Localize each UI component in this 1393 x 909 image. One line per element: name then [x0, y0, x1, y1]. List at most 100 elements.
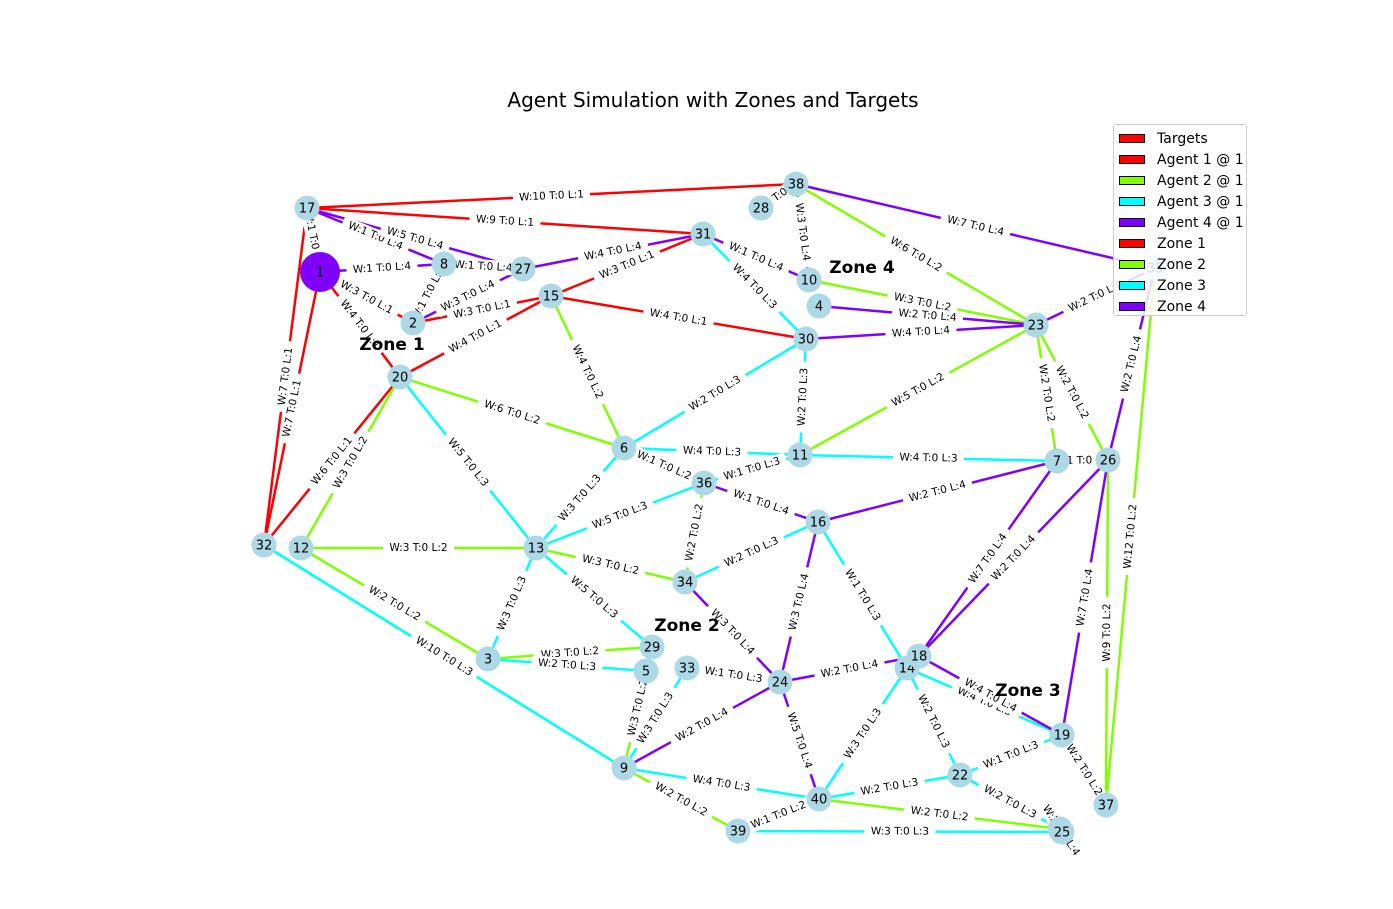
node-label: 3	[484, 653, 492, 668]
node-circle	[611, 435, 637, 461]
node-10[interactable]: 10	[796, 267, 822, 293]
node-22[interactable]: 22	[947, 762, 973, 788]
node-27[interactable]: 27	[510, 256, 536, 282]
edge-label-16-14: W:1 T:0 L:3	[839, 562, 886, 628]
legend-swatch	[1119, 260, 1145, 269]
node-label: 9	[620, 762, 628, 777]
edge-label-bg	[892, 450, 965, 466]
node-24[interactable]: 24	[767, 669, 793, 695]
edge-label-bg	[668, 702, 736, 748]
node-36[interactable]: 36	[691, 470, 717, 496]
node-circle	[639, 634, 665, 660]
node-26[interactable]: 26	[1095, 447, 1121, 473]
node-circle	[294, 195, 320, 221]
legend-item: Agent 4 @ 1	[1119, 212, 1246, 233]
node-4[interactable]: 4	[806, 293, 832, 319]
edge-label-13-34: W:3 T:0 L:2	[574, 550, 647, 580]
node-38[interactable]: 38	[783, 171, 809, 197]
node-circle	[690, 221, 716, 247]
svg-text:W:1 T:0 L:3: W:1 T:0 L:3	[982, 739, 1041, 771]
node-20[interactable]: 20	[387, 364, 413, 390]
edge-label-bg	[721, 237, 791, 277]
edge-label-bg	[476, 395, 548, 430]
svg-text:W:2 T:0 L:2: W:2 T:0 L:2	[683, 503, 706, 562]
legend-swatch	[1119, 197, 1145, 206]
edge-label-9-40: W:4 T:0 L:3	[685, 771, 758, 796]
node-label: 29	[644, 641, 661, 656]
node-label: 18	[911, 650, 928, 665]
node-2[interactable]: 2	[400, 310, 426, 336]
node-label: 17	[299, 202, 316, 217]
legend-item: Zone 1	[1119, 233, 1246, 254]
node-29[interactable]: 29	[639, 634, 665, 660]
edge-label-bg	[577, 238, 649, 265]
edge-label-3-5: W:2 T:0 L:3	[531, 655, 603, 675]
edge-label-bg	[891, 305, 964, 326]
node-label: 20	[392, 371, 409, 386]
edge-label-bg	[681, 496, 708, 569]
node-7[interactable]: 7	[1044, 448, 1070, 474]
svg-text:W:3 T:0 L:2: W:3 T:0 L:2	[389, 542, 447, 554]
node-40[interactable]: 40	[806, 786, 832, 812]
edge-label-bg	[631, 685, 680, 751]
svg-text:W:2 T:0 L:2: W:2 T:0 L:2	[1063, 742, 1104, 798]
node-17[interactable]: 17	[294, 195, 320, 221]
edge-label-bg	[434, 275, 502, 317]
edge-label-bg	[794, 361, 812, 433]
legend-item: Zone 3	[1119, 275, 1246, 296]
edge-label-bg	[629, 445, 699, 486]
node-15[interactable]: 15	[538, 283, 564, 309]
legend-swatch	[1119, 239, 1145, 248]
node-18[interactable]: 18	[906, 643, 932, 669]
edge-label-bg	[492, 569, 532, 638]
edge-label-4-23: W:2 T:0 L:4	[891, 305, 964, 326]
edge-label-bg	[1060, 737, 1108, 803]
edge-label-bg	[1120, 497, 1141, 576]
node-circle	[906, 643, 932, 669]
svg-text:W:5 T:0 L:3: W:5 T:0 L:3	[591, 499, 650, 531]
node-23[interactable]: 23	[1023, 312, 1049, 338]
node-31[interactable]: 31	[690, 221, 716, 247]
edge-label-22-21: W:2 T:0 L:3	[976, 780, 1044, 824]
node-5[interactable]: 5	[633, 658, 659, 684]
legend-item: Zone 2	[1119, 254, 1246, 275]
edge-label-bg	[446, 296, 518, 323]
legend-label: Zone 2	[1157, 256, 1206, 273]
svg-text:W:2 T:0 L:2: W:2 T:0 L:2	[366, 583, 422, 623]
node-32[interactable]: 32	[251, 532, 277, 558]
edge-label-bg	[563, 570, 625, 625]
legend-label: Agent 1 @ 1	[1157, 151, 1244, 168]
node-11[interactable]: 11	[787, 442, 813, 468]
node-19[interactable]: 19	[1049, 722, 1075, 748]
svg-text:W:7 T:0 L:4: W:7 T:0 L:4	[1074, 567, 1095, 627]
node-circle	[400, 310, 426, 336]
legend-swatch	[1119, 218, 1145, 227]
edge-label-38-10: W:3 T:0 L:4	[791, 196, 814, 268]
node-33[interactable]: 33	[674, 655, 700, 681]
node-39[interactable]: 39	[725, 818, 751, 844]
node-30[interactable]: 30	[793, 326, 819, 352]
node-3[interactable]: 3	[475, 646, 501, 672]
edge-label-bg	[1072, 561, 1098, 634]
node-16[interactable]: 16	[805, 509, 831, 535]
edge-label-32-9: W:10 T:0 L:3	[408, 631, 480, 682]
node-25[interactable]: 25	[1049, 819, 1075, 845]
edge-label-bg	[379, 222, 451, 255]
node-1[interactable]: 1	[300, 252, 340, 292]
node-6[interactable]: 6	[611, 435, 637, 461]
node-9[interactable]: 9	[611, 755, 637, 781]
node-37[interactable]: 37	[1093, 792, 1119, 818]
svg-text:W:2 T:0 L:2: W:2 T:0 L:2	[1053, 364, 1091, 421]
node-label: 16	[810, 516, 827, 531]
node-12[interactable]: 12	[288, 535, 314, 561]
edge-label-bg	[903, 803, 976, 825]
node-circle	[1049, 722, 1075, 748]
svg-text:W:4 T:0 L:1: W:4 T:0 L:1	[447, 317, 504, 355]
node-8[interactable]: 8	[431, 251, 457, 277]
node-34[interactable]: 34	[672, 569, 698, 595]
edge-label-bg	[682, 370, 748, 417]
edge-label-bg	[725, 485, 797, 520]
node-13[interactable]: 13	[523, 535, 549, 561]
node-28[interactable]: 28	[748, 195, 774, 221]
